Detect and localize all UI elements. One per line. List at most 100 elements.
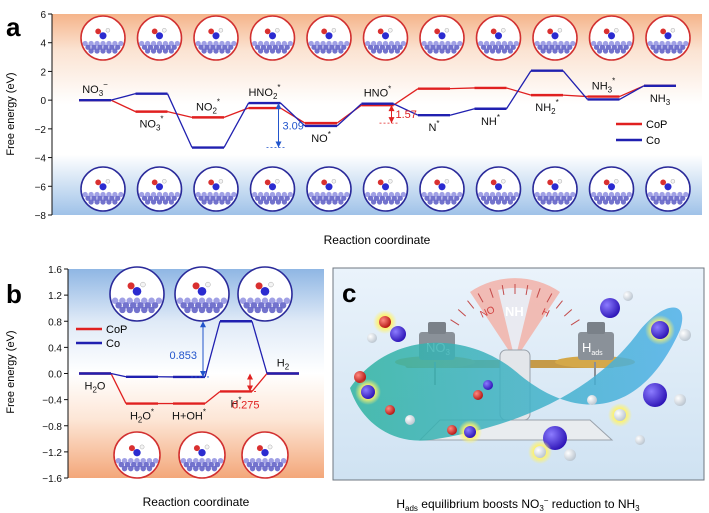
- a-snapshot-co-2-surface-atom: [222, 195, 228, 201]
- a-snapshot-co-7-surface-atom: [495, 199, 502, 205]
- b-snapshot-cop-2-surface-atom: [268, 465, 274, 472]
- a-snapshot-cop-7-surface-atom: [486, 44, 493, 50]
- a-snapshot-co-2-surface-atom: [201, 199, 207, 205]
- a-snapshot-cop-6: [419, 15, 465, 61]
- a-snapshot-co-8-surface-atom: [558, 199, 564, 205]
- a-snapshot-co-7-adsorbate-o: [490, 179, 497, 186]
- a-snapshot-co-1-surface-atom: [162, 191, 169, 198]
- a-snapshot-cop-7-surface-atom: [489, 40, 496, 47]
- a-snapshot-co-8-adsorbate-n: [551, 183, 559, 191]
- a-annot-head-bottom-0: [275, 141, 282, 148]
- b-step-label-2: H+OH*: [172, 408, 206, 423]
- a-snapshot-cop-8-surface-atom: [552, 48, 558, 54]
- a-snapshot-cop-6-surface-atom: [427, 40, 433, 47]
- dial-tick-2: [467, 300, 475, 309]
- b-snapshot-co-0-surface-atom: [141, 297, 148, 304]
- panel-a-xlabel: Reaction coordinate: [324, 233, 431, 247]
- molecule-atom-17: [679, 329, 691, 341]
- a-snapshot-cop-3-surface-atom: [287, 40, 293, 47]
- molecule-atom-7: [447, 425, 457, 435]
- a-snapshot-cop-4-surface-atom: [338, 48, 344, 54]
- a-snapshot-cop-0-surface-atom: [97, 44, 103, 50]
- a-snapshot-cop-6-surface-atom: [439, 40, 445, 47]
- a-step-label-3: HNO2*: [248, 83, 280, 101]
- panel-b-xlabel: Reaction coordinate: [143, 495, 250, 509]
- a-snapshot-co-3-surface-atom: [272, 195, 278, 201]
- a-snapshot-cop-2-surface-atom: [198, 44, 204, 50]
- a-ytick-label-1: 4: [40, 39, 46, 50]
- molecule-atom-20: [614, 409, 626, 421]
- a-snapshot-co-10-surface-atom: [683, 191, 689, 198]
- b-snapshot-cop-2-adsorbate-o: [256, 445, 263, 452]
- a-ytick-label-3: 0: [40, 96, 46, 107]
- a-snapshot-cop-2-surface-atom: [225, 40, 231, 47]
- a-snapshot-cop-10-surface-atom: [671, 40, 677, 47]
- b-snapshot-co-0-adsorbate-h: [140, 281, 146, 288]
- b-snapshot-cop-1-surface-atom: [183, 461, 190, 468]
- a-snapshot-cop-0-surface-atom: [85, 44, 91, 50]
- a-snapshot-co-7-surface-atom: [480, 195, 487, 201]
- b-snapshot-cop-0-surface-atom: [140, 457, 146, 464]
- a-snapshot-co-3-adsorbate-n: [268, 183, 277, 191]
- panel-a-letter: a: [6, 12, 21, 42]
- a-co-connector-8: [562, 70, 588, 100]
- a-snapshot-co-7-surface-atom: [483, 199, 490, 205]
- b-snapshot-cop-2-surface-atom: [249, 465, 256, 472]
- a-snapshot-co-5-surface-atom: [385, 195, 391, 201]
- b-cop-connector-2: [204, 390, 221, 405]
- b-snapshot-co-1-surface-atom: [206, 306, 213, 314]
- molecule-atom-6: [405, 415, 415, 425]
- a-snapshot-co-7-surface-atom: [495, 191, 502, 198]
- a-snapshot-cop-8-surface-atom: [555, 44, 561, 50]
- a-snapshot-cop-3-surface-atom: [252, 40, 258, 47]
- a-snapshot-cop-0: [80, 15, 126, 61]
- a-snapshot-cop-10-surface-atom: [653, 48, 659, 54]
- b-snapshot-co-0-surface-atom: [119, 297, 126, 304]
- a-snapshot-cop-4-surface-atom: [326, 48, 332, 54]
- a-snapshot-cop-5-adsorbate-h: [388, 28, 393, 33]
- a-snapshot-cop-5-adsorbate-n: [381, 32, 390, 40]
- a-snapshot-co-1-surface-atom: [141, 195, 148, 201]
- a-snapshot-cop-9-surface-atom: [608, 48, 615, 54]
- a-snapshot-co-2-surface-atom: [228, 195, 234, 201]
- b-snapshot-cop-1: [178, 431, 226, 479]
- b-step-label-3-main: H: [230, 398, 238, 410]
- a-snapshot-co-8-surface-atom: [543, 195, 549, 201]
- molecule-atom-11: [543, 426, 567, 450]
- dial-tick-0: [450, 319, 460, 326]
- a-snapshot-cop-1-surface-atom: [168, 48, 175, 54]
- molecule-atom-9: [483, 380, 493, 390]
- b-snapshot-co-2-surface-atom: [243, 302, 250, 309]
- b-snapshot-co-0-surface-atom: [144, 302, 152, 309]
- b-step-label-2-tail: +OH: [180, 411, 203, 423]
- a-snapshot-co-6-surface-atom: [421, 191, 427, 198]
- a-snapshot-co-6-surface-atom: [433, 191, 439, 198]
- a-snapshot-co-1-surface-atom: [139, 191, 145, 198]
- a-snapshot-cop-8-surface-atom: [546, 40, 552, 47]
- molecule-atom-14: [600, 298, 620, 318]
- a-snapshot-co-10-adsorbate-o: [660, 179, 667, 186]
- dial-tick-5: [501, 284, 505, 296]
- a-snapshot-cop-10: [645, 15, 691, 61]
- a-step-label-2-main: NO: [196, 101, 213, 113]
- a-snapshot-co-3-surface-atom: [269, 191, 276, 198]
- a-snapshot-cop-7-surface-atom: [501, 48, 508, 54]
- a-snapshot-cop-5-surface-atom: [394, 40, 401, 47]
- a-snapshot-co-3-surface-atom: [252, 191, 258, 198]
- a-snapshot-co-4-surface-atom: [308, 191, 314, 198]
- b-annot-head-top-1: [247, 373, 253, 380]
- a-snapshot-cop-9-surface-atom: [620, 40, 627, 47]
- panel-a-step-labels: NO3−NO3*NO2*HNO2*NO*HNO*N*NH*NH2*NH3*NH3: [82, 77, 671, 145]
- a-snapshot-co-7-surface-atom: [492, 195, 499, 201]
- a-snapshot-cop-2-surface-atom: [225, 48, 231, 54]
- a-snapshot-cop-1-surface-atom: [156, 40, 163, 47]
- a-snapshot-co-0-surface-atom: [85, 195, 91, 201]
- a-snapshot-co-6-surface-atom: [436, 195, 442, 201]
- a-snapshot-co-10-surface-atom: [662, 195, 668, 201]
- dial-label-nh: NH: [505, 304, 524, 319]
- a-snapshot-co-8-surface-atom: [561, 195, 567, 201]
- a-snapshot-co-0-surface-atom: [97, 195, 103, 201]
- a-snapshot-co-2-adsorbate-o: [208, 179, 215, 186]
- a-step-label-10-sub: 3: [666, 98, 671, 107]
- a-snapshot-co-2-surface-atom: [219, 199, 225, 205]
